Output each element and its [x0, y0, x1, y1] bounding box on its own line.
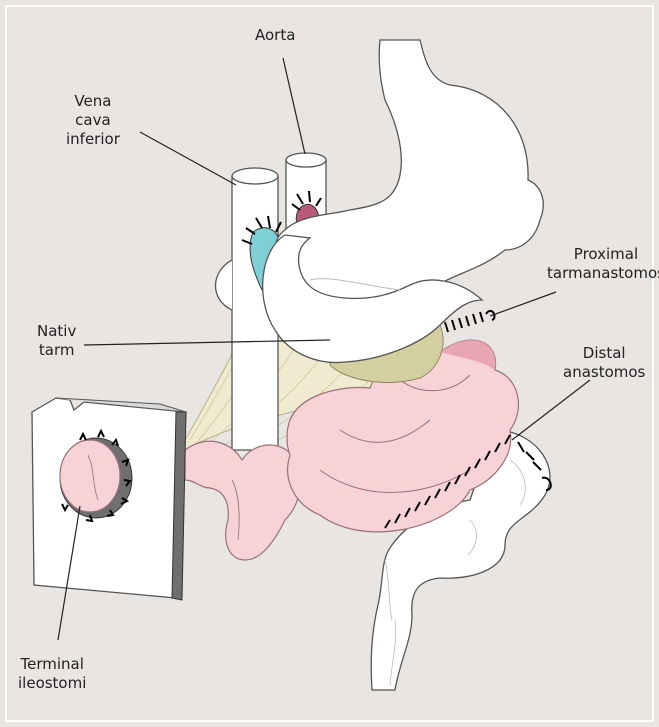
label-vena-cava-line3: inferior	[66, 130, 120, 149]
label-nativ-tarm-line2: tarm	[37, 341, 76, 360]
label-terminal-line2: ileostomi	[18, 674, 86, 693]
label-distal: Distal anastomos	[563, 344, 645, 382]
label-aorta: Aorta	[255, 26, 295, 45]
label-nativ-tarm: Nativ tarm	[37, 322, 76, 360]
label-proximal-line1: Proximal	[547, 245, 659, 264]
label-distal-line2: anastomos	[563, 363, 645, 382]
label-terminal: Terminal ileostomi	[18, 655, 86, 693]
label-vena-cava-line1: Vena	[66, 92, 120, 111]
label-proximal: Proximal tarmanastomos	[547, 245, 659, 283]
label-proximal-line2: tarmanastomos	[547, 264, 659, 283]
label-vena-cava-line2: cava	[66, 111, 120, 130]
label-distal-line1: Distal	[563, 344, 645, 363]
stoma-ileum	[60, 440, 120, 512]
label-terminal-line1: Terminal	[18, 655, 86, 674]
label-aorta-text: Aorta	[255, 26, 295, 45]
label-nativ-tarm-line1: Nativ	[37, 322, 76, 341]
label-vena-cava: Vena cava inferior	[66, 92, 120, 149]
